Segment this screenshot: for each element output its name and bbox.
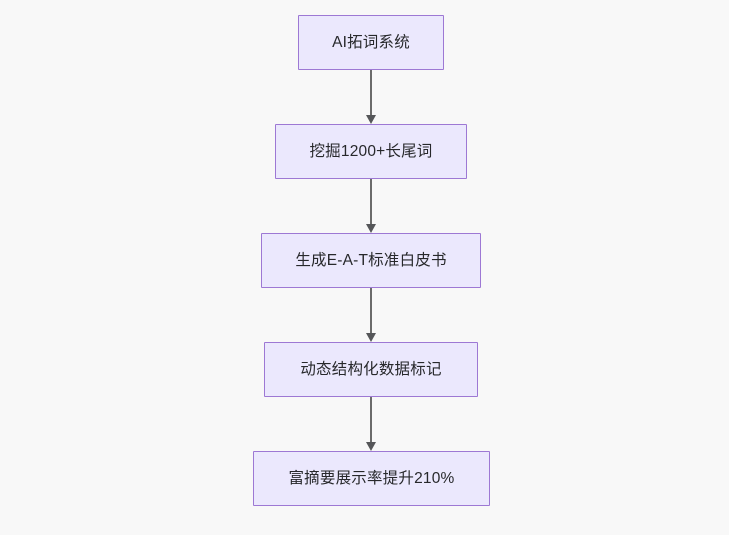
flowchart-node-3-label: 生成E-A-T标准白皮书 [295, 251, 447, 269]
flowchart-node-4-label: 动态结构化数据标记 [300, 360, 442, 378]
flowchart-node-5-label: 富摘要展示率提升210% [288, 469, 455, 487]
flowchart-node-2-label: 挖掘1200+长尾词 [309, 142, 433, 160]
flowchart-node-1[interactable]: AI拓词系统 [298, 15, 444, 70]
flowchart-edge-1-arrowhead [365, 115, 376, 124]
flowchart-edge-2-arrowhead [365, 224, 376, 233]
flowchart-node-4[interactable]: 动态结构化数据标记 [264, 342, 478, 397]
flowchart-node-2[interactable]: 挖掘1200+长尾词 [275, 124, 467, 179]
flowchart-node-1-label: AI拓词系统 [332, 33, 410, 51]
flowchart-edge-1 [370, 70, 372, 116]
flowchart-edge-4 [370, 397, 372, 443]
flowchart-edge-3 [370, 288, 372, 334]
flowchart-edge-4-arrowhead [365, 442, 376, 451]
flowchart-edge-3-arrowhead [365, 333, 376, 342]
flowchart-edge-2 [370, 179, 372, 225]
flowchart-node-3[interactable]: 生成E-A-T标准白皮书 [261, 233, 481, 288]
flowchart-node-5[interactable]: 富摘要展示率提升210% [253, 451, 490, 506]
